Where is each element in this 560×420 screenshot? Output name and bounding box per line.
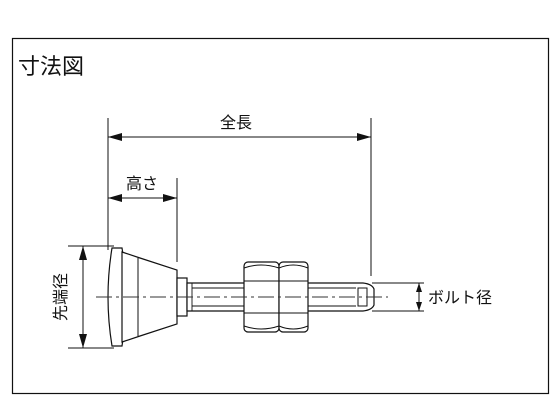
tip-diameter-dimension bbox=[68, 245, 114, 349]
bolt-diameter-label: ボルト径 bbox=[428, 288, 492, 307]
drawing-frame bbox=[11, 37, 550, 395]
overall-length-label: 全長 bbox=[220, 113, 252, 132]
foot-taper bbox=[121, 251, 178, 343]
bolt-diameter-dimension bbox=[372, 282, 424, 312]
tip-diameter-label: 先端径 bbox=[51, 273, 70, 321]
height-label: 高さ bbox=[126, 174, 158, 193]
drawing-title: 寸法図 bbox=[18, 55, 84, 80]
height-dimension bbox=[108, 194, 177, 202]
overall-length-dimension bbox=[108, 133, 371, 141]
